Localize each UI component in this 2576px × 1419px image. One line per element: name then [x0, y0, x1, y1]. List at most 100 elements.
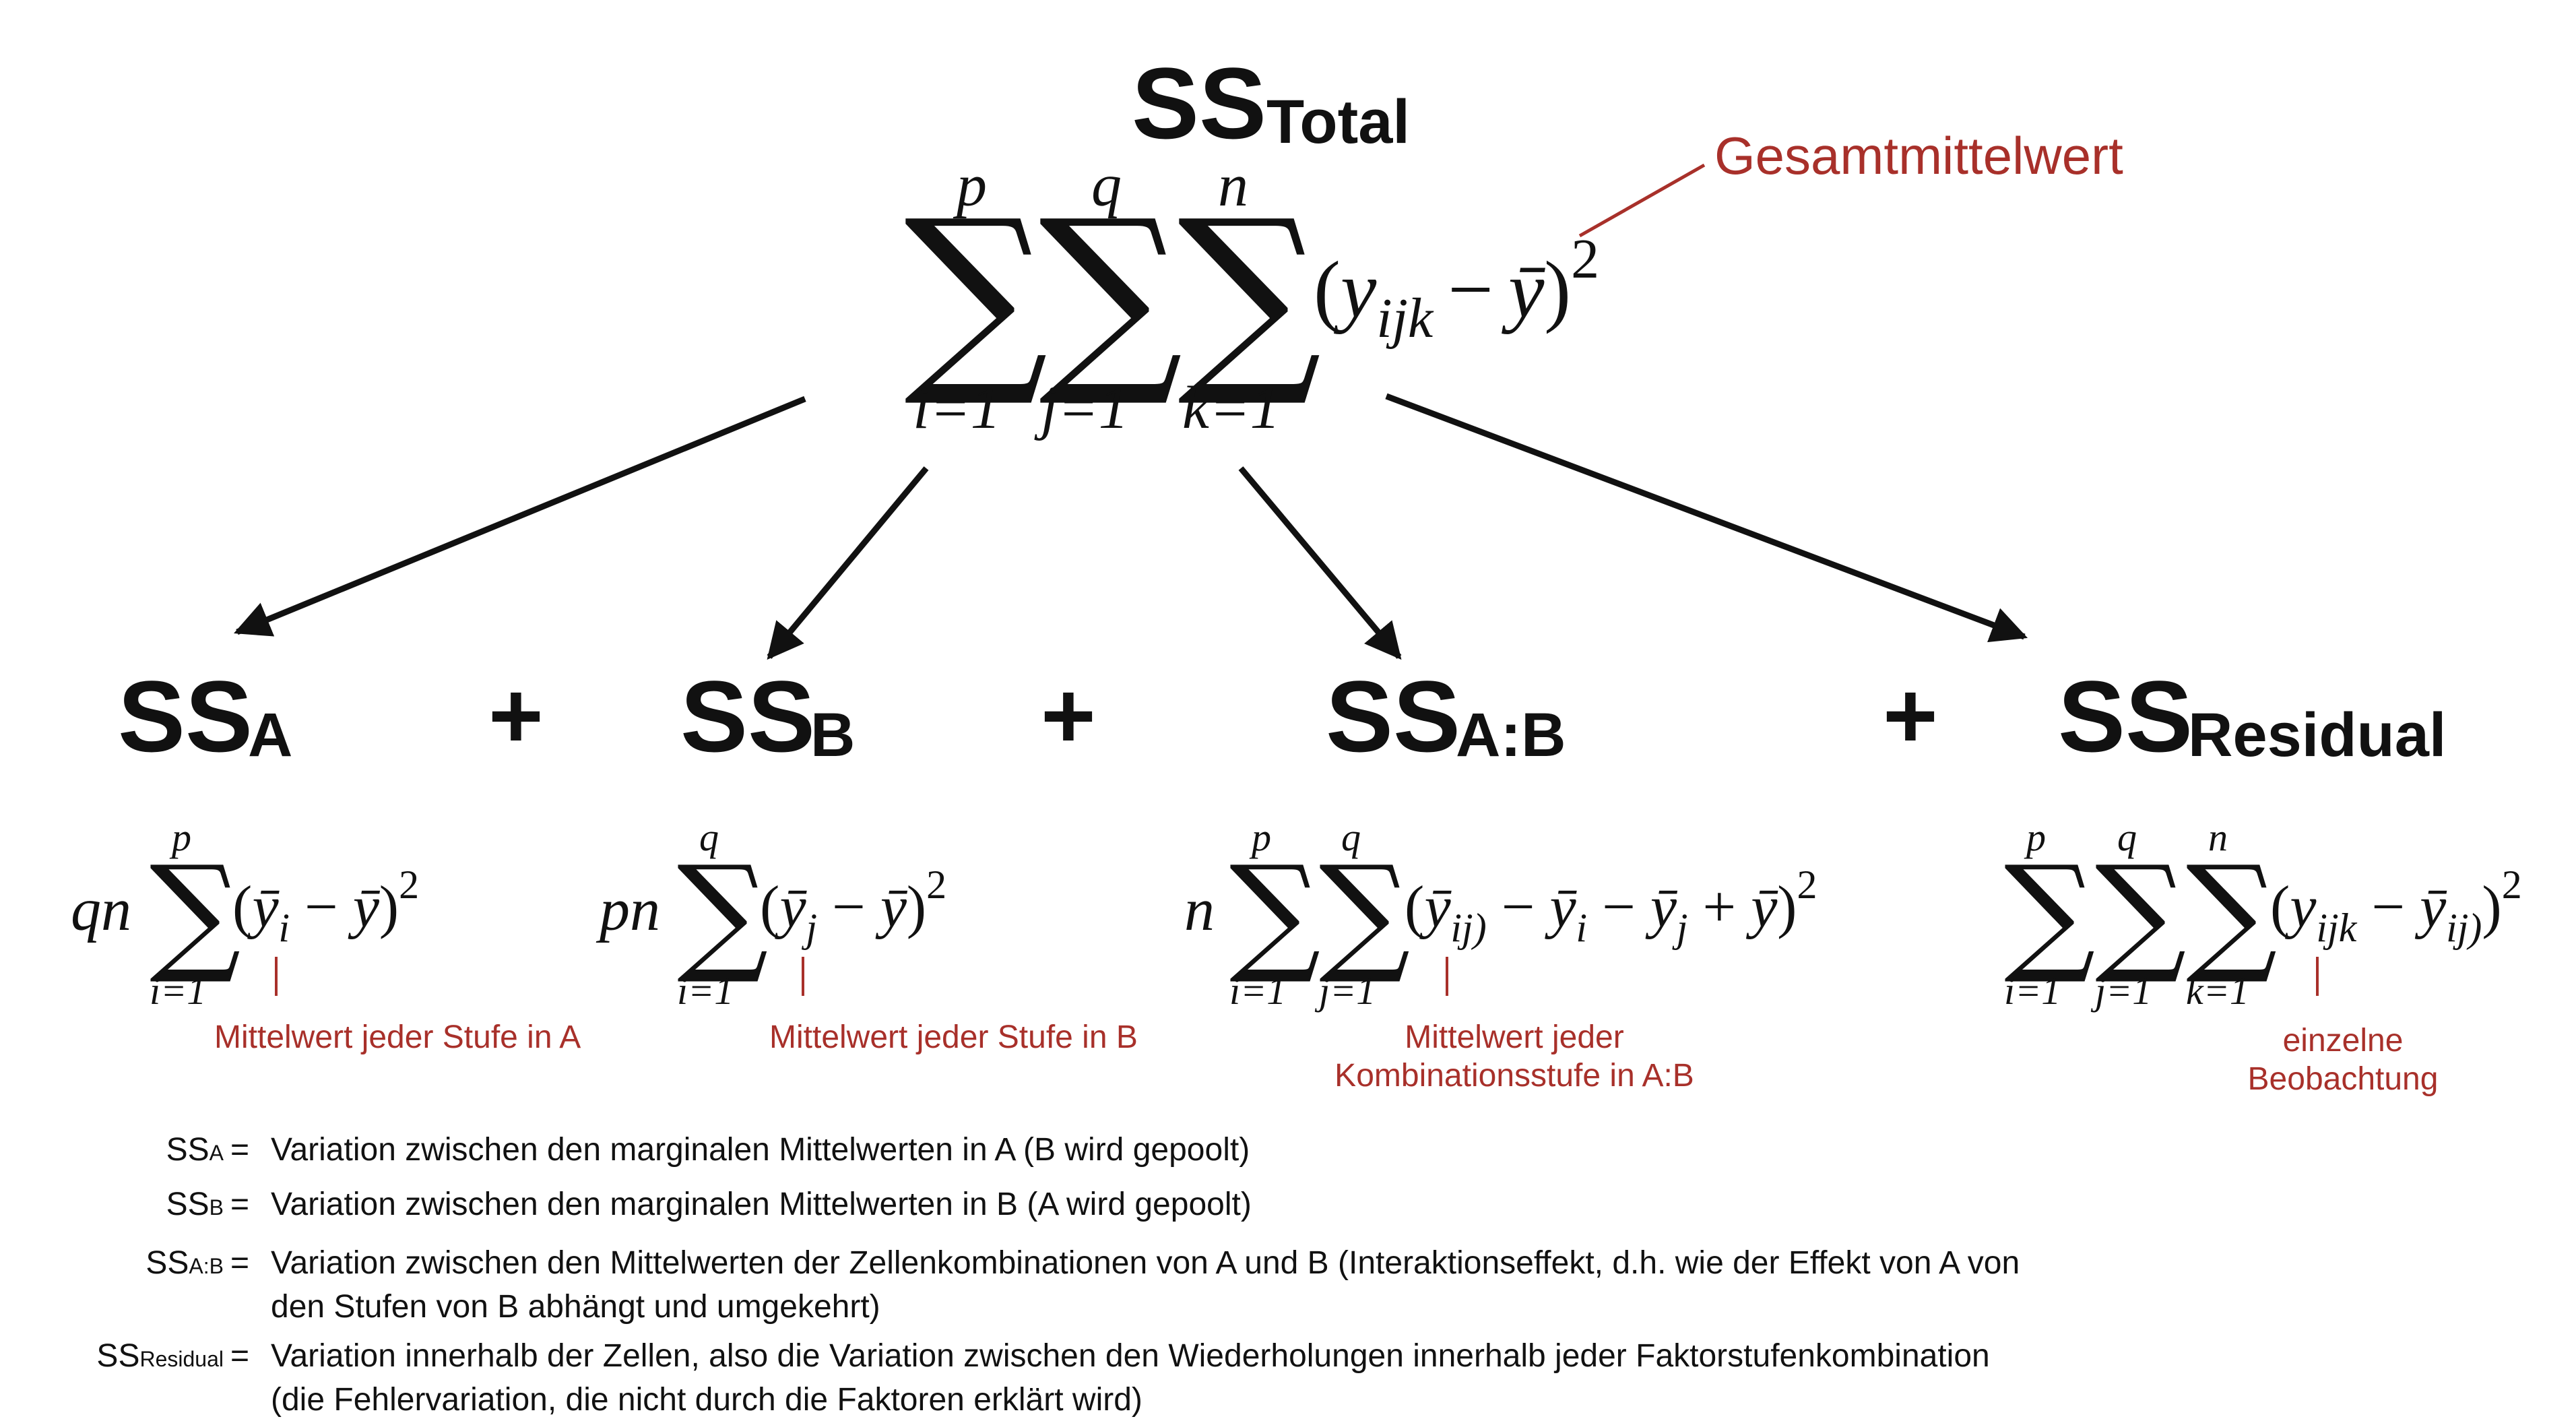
lower-limit: i=1 — [2004, 969, 2061, 1013]
legend-description: Variation zwischen den marginalen Mittel… — [271, 1187, 1252, 1222]
upper-limit: q — [2117, 815, 2137, 859]
grand-mean-annotation: Gesamtmittelwert — [1578, 126, 2123, 238]
upper-limit: q — [1341, 815, 1361, 859]
ss-components-row: SS A + SS B + SS A:B + SS Residual — [118, 660, 2446, 773]
lower-limit: k=1 — [2186, 969, 2249, 1013]
ss-total-ss: SS — [1132, 46, 1266, 160]
legend-item-ss-ab: SSA:B= Variation zwischen den Mittelwert… — [146, 1245, 2020, 1325]
legend-term: SSB= — [166, 1187, 249, 1222]
ss-b-ss: SS — [680, 660, 815, 773]
ss-b-heading: SS B — [680, 660, 855, 773]
ss-a-sub: A — [248, 701, 292, 769]
y-subscript: ijk — [1376, 287, 1434, 350]
legend-description: Variation zwischen den marginalen Mittel… — [271, 1132, 1250, 1168]
lower-limit: j=1 — [1034, 375, 1129, 441]
ss-residual-heading: SS Residual — [2058, 660, 2446, 773]
ss-b-sub: B — [810, 701, 855, 769]
ss-ab-annotation-line1: Mittelwert jeder — [1405, 1019, 1623, 1055]
legend-term: SSA= — [166, 1132, 249, 1168]
upper-limit: p — [2024, 815, 2046, 859]
ss-total-formula: ∑ ∑ ∑ p q n i=1 j=1 k=1 (yijk−ȳ)2 — [904, 152, 1599, 441]
arrow-to-ss-residual — [1385, 393, 2028, 643]
ss-ab-annotation-line2: Kombinationsstufe in A:B — [1334, 1058, 1694, 1094]
sum-symbol: ∑ — [150, 838, 241, 987]
upper-limit: n — [1218, 152, 1248, 219]
paren-open: ( — [1314, 245, 1341, 334]
ss-a-term: (ȳi − ȳ)2 — [232, 862, 419, 950]
sum-symbol: ∑ — [1039, 177, 1183, 412]
lower-limit: i=1 — [913, 375, 1001, 441]
coefficient: qn — [71, 877, 131, 943]
lower-limit: i=1 — [150, 969, 206, 1013]
annotation-pointer — [1578, 163, 1706, 238]
legend-term: SSA:B= — [146, 1245, 249, 1281]
decomposition-arrows — [234, 393, 2028, 660]
sum-symbol: ∑ — [2186, 838, 2278, 987]
ss-ab-heading: SS A:B — [1326, 660, 1566, 773]
lower-limit: j=1 — [1314, 969, 1376, 1013]
coefficient: n — [1184, 877, 1215, 943]
paren-close: ) — [1544, 245, 1571, 334]
ss-ab-ss: SS — [1326, 660, 1460, 773]
legend-description: Variation zwischen den Mittelwerten der … — [271, 1245, 2020, 1281]
ss-residual-annotation-line1: einzelne — [2283, 1023, 2404, 1059]
ss-residual-formula: ∑ ∑ ∑ p q n i=1 j=1 k=1 (yijk − ȳij))2 e… — [2004, 815, 2522, 1097]
arrow-to-ss-ab — [1238, 466, 1402, 660]
ss-a-ss: SS — [118, 660, 253, 773]
plus-sign: + — [1041, 662, 1096, 768]
ss-a-formula: qn ∑ p i=1 (ȳi − ȳ)2 Mittelwert jeder St… — [71, 815, 581, 1055]
y-symbol: y — [1333, 245, 1377, 334]
legend-item-ss-residual: SSResidual= Variation innerhalb der Zell… — [96, 1338, 1989, 1418]
arrow-to-ss-b — [767, 466, 929, 660]
sum-symbol: ∑ — [2004, 838, 2096, 987]
legend-description-cont: den Stufen von B abhängt und umgekehrt) — [271, 1289, 880, 1325]
grand-mean-label: Gesamtmittelwert — [1714, 126, 2123, 185]
upper-limit: p — [1249, 815, 1271, 859]
sum-symbol: ∑ — [1178, 177, 1322, 412]
upper-limit: q — [1091, 152, 1122, 219]
ss-residual-sub: Residual — [2188, 701, 2446, 769]
ss-residual-annotation-line2: Beobachtung — [2248, 1061, 2439, 1097]
arrow-to-ss-a — [234, 396, 806, 637]
upper-limit: q — [699, 815, 719, 859]
ss-b-formula: pn ∑ q i=1 (ȳj − ȳ)2 Mittelwert jeder St… — [595, 815, 1138, 1055]
sum-symbol: ∑ — [904, 177, 1048, 412]
legend: SSA= Variation zwischen den marginalen M… — [96, 1132, 2020, 1418]
ss-b-term: (ȳj − ȳ)2 — [760, 862, 946, 950]
sum-symbol: ∑ — [1319, 838, 1411, 987]
lower-limit: j=1 — [2090, 969, 2152, 1013]
lower-limit: i=1 — [677, 969, 734, 1013]
legend-description: Variation innerhalb der Zellen, also die… — [271, 1338, 1990, 1374]
exponent: 2 — [1571, 228, 1599, 290]
ss-residual-term: (yijk − ȳij))2 — [2270, 862, 2522, 950]
total-term: (yijk−ȳ)2 — [1314, 228, 1599, 350]
lower-limit: k=1 — [1182, 375, 1281, 441]
ss-b-annotation: Mittelwert jeder Stufe in B — [769, 1019, 1138, 1055]
plus-sign: + — [488, 662, 544, 768]
ss-a-annotation: Mittelwert jeder Stufe in A — [214, 1019, 581, 1055]
ss-ab-term: (ȳij) − ȳi − ȳj + ȳ)2 — [1405, 862, 1817, 950]
sum-symbol: ∑ — [2095, 838, 2187, 987]
legend-description-cont: (die Fehlervariation, die nicht durch di… — [271, 1382, 1142, 1418]
ss-a-heading: SS A — [118, 660, 292, 773]
plus-sign: + — [1883, 662, 1938, 768]
sum-symbol: ∑ — [677, 838, 769, 987]
ss-total-heading: SS Total — [1132, 46, 1410, 160]
minus-sign: − — [1448, 245, 1493, 334]
ss-total-sub: Total — [1266, 88, 1410, 156]
upper-limit: n — [2208, 815, 2228, 859]
legend-item-ss-a: SSA= Variation zwischen den marginalen M… — [166, 1132, 1250, 1168]
ss-ab-formula: n ∑ ∑ p q i=1 j=1 (ȳij) − ȳi − ȳj + ȳ)2 … — [1184, 815, 1817, 1094]
legend-item-ss-b: SSB= Variation zwischen den marginalen M… — [166, 1187, 1252, 1222]
upper-limit: p — [953, 152, 987, 219]
lower-limit: i=1 — [1229, 969, 1286, 1013]
ss-residual-ss: SS — [2058, 660, 2193, 773]
ybar-symbol: ȳ — [1502, 245, 1546, 334]
coefficient: pn — [595, 877, 660, 943]
sum-symbol: ∑ — [1229, 838, 1321, 987]
legend-term: SSResidual= — [96, 1338, 249, 1374]
upper-limit: p — [169, 815, 191, 859]
ss-ab-sub: A:B — [1456, 701, 1566, 769]
